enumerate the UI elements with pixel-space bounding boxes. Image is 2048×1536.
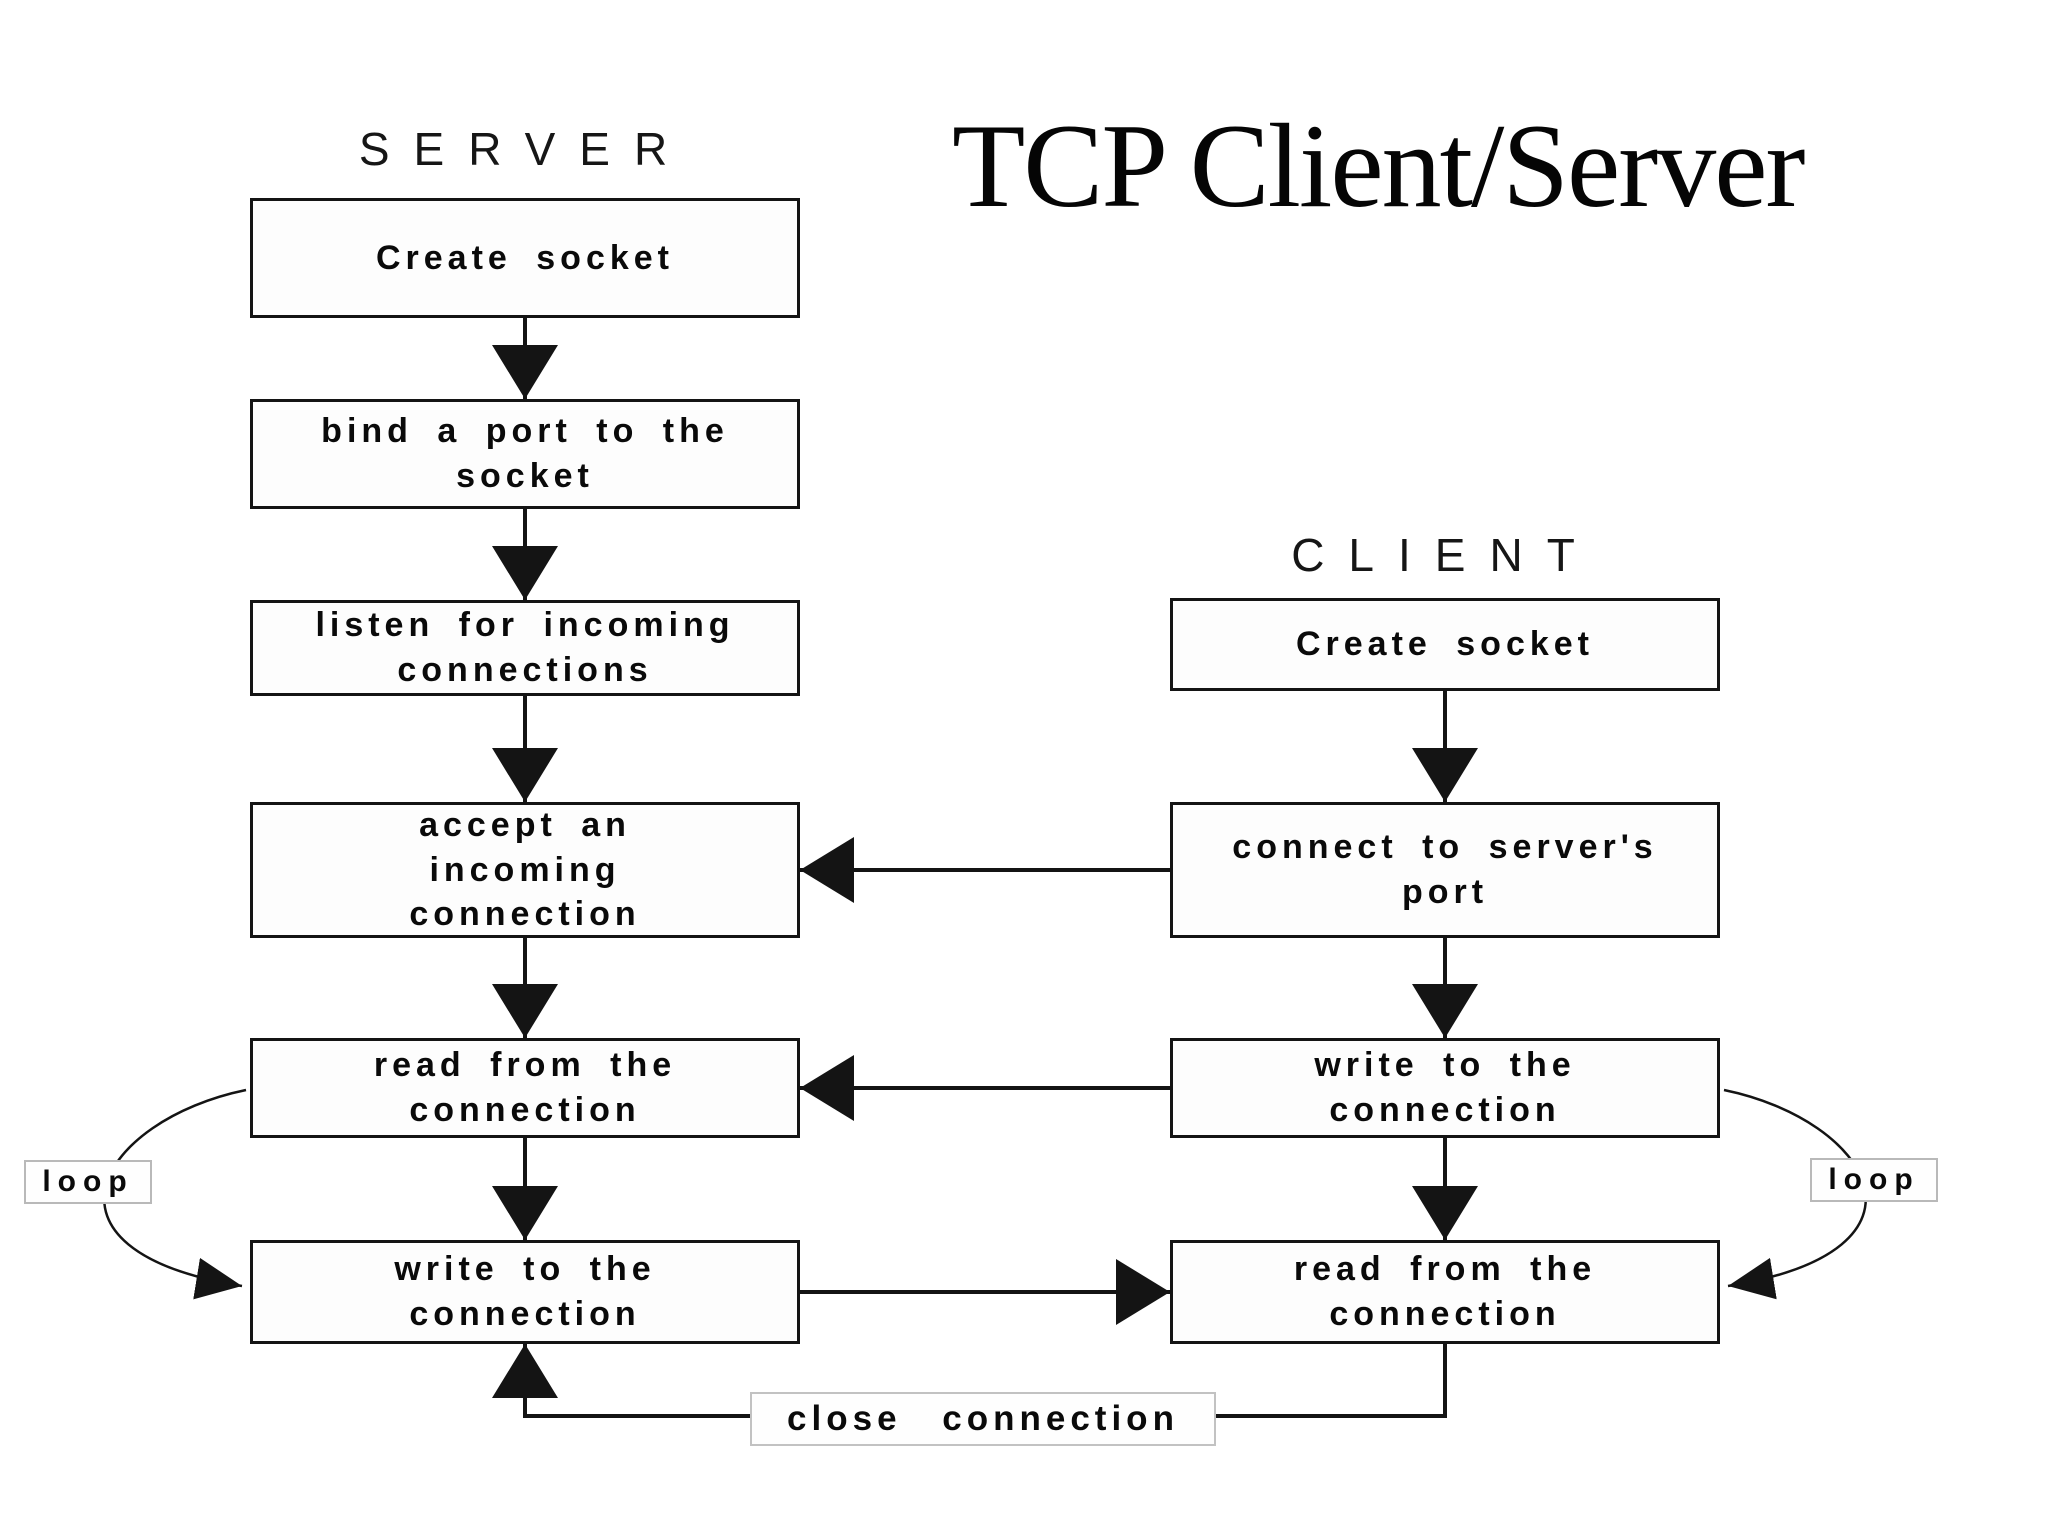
server-column-label: SERVER [358, 123, 692, 175]
client-box-connect: connect to server's port [1170, 802, 1720, 938]
server-box-listen: listen for incoming connections [250, 600, 800, 696]
loop-label-right: loop [1810, 1158, 1938, 1202]
server-box-create-socket: Create socket [250, 198, 800, 318]
close-connection-label: close connection [750, 1392, 1216, 1446]
client-box-read: read from the connection [1170, 1240, 1720, 1344]
client-column-label: CLIENT [1291, 529, 1599, 581]
page-title: TCP Client/Server [952, 99, 1805, 232]
client-box-create-socket: Create socket [1170, 598, 1720, 691]
loop-label-left: loop [24, 1160, 152, 1204]
server-box-write: write to the connection [250, 1240, 800, 1344]
server-box-bind-port: bind a port to the socket [250, 399, 800, 509]
server-box-read: read from the connection [250, 1038, 800, 1138]
server-box-accept: accept an incoming connection [250, 802, 800, 938]
client-box-write: write to the connection [1170, 1038, 1720, 1138]
